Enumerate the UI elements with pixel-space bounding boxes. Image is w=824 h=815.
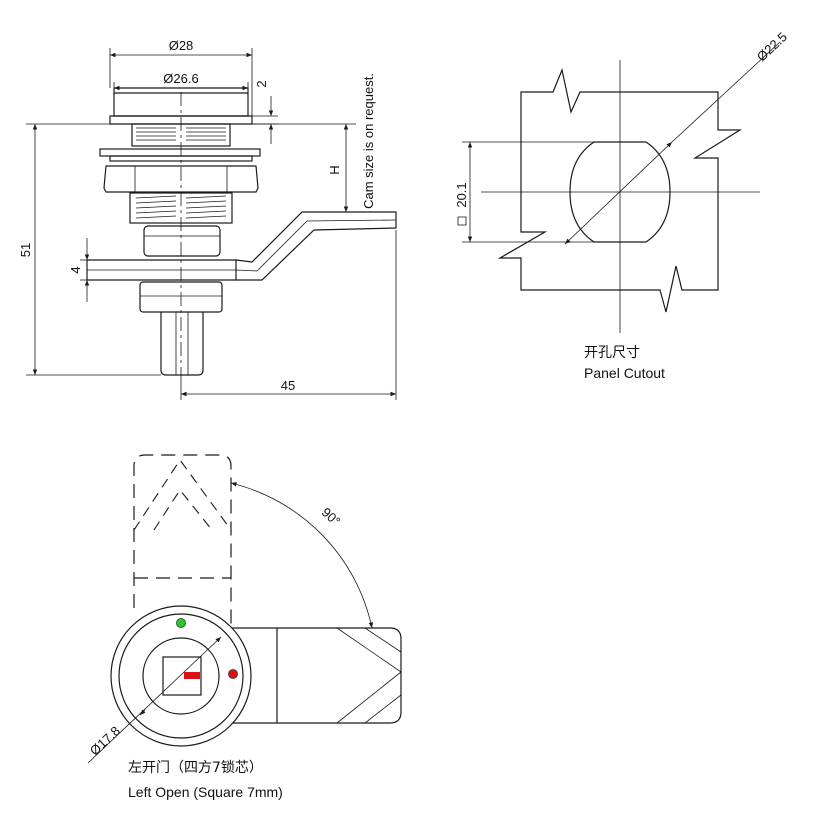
dim-flange-thickness: 2 (254, 80, 269, 87)
dim-face-diameter: Ø17.8 (87, 723, 123, 758)
panel-outline (497, 67, 743, 313)
lock-face-inner (118, 613, 244, 739)
dim-cutout-flat: 20.1 (454, 182, 469, 207)
dim-cam-height: H (327, 165, 342, 174)
dim-rotation-angle: 90° (319, 505, 344, 529)
spring-section (131, 123, 231, 147)
dim-cam-thickness: 4 (68, 266, 83, 273)
cam-plate (86, 211, 397, 281)
open-marker-dot (176, 618, 186, 628)
dim-cam-length: 45 (281, 378, 295, 393)
core-indicator (184, 672, 200, 679)
front-view-label-en: Left Open (Square 7mm) (128, 784, 283, 800)
dim-outer-diameter: Ø28 (169, 38, 194, 53)
washer (99, 148, 261, 157)
threaded-body (129, 192, 233, 224)
cam-open-position (133, 454, 232, 625)
panel-cutout-label-en: Panel Cutout (584, 365, 665, 381)
dim-total-length: 51 (18, 243, 33, 257)
panel-cutout-label-cn: 开孔尺寸 (584, 345, 640, 361)
hex-nut (103, 165, 259, 193)
dim-cutout-diagonal: Ø22.5 (754, 29, 790, 64)
lock-marker-dot (228, 669, 238, 679)
front-view-label-cn: 左开门（四方7锁芯） (128, 760, 263, 776)
square-shaft (160, 312, 204, 376)
panel-cutout-view: Ø22.5 20.1 开孔尺寸 Panel Cutout (454, 29, 790, 381)
cam-size-note: Cam size is on request. (361, 73, 376, 209)
front-view: 90° Ø17.8 左开门（四方7锁芯） Left Open (Square 7… (87, 454, 402, 800)
side-view: Ø28 Ø26.6 2 H Cam size is on request. 51… (18, 38, 397, 400)
rotation-arc (230, 482, 374, 629)
square-core[interactable] (162, 656, 202, 696)
dim-flange-diameter: Ø26.6 (163, 71, 198, 86)
cam-closed-position (226, 627, 402, 724)
